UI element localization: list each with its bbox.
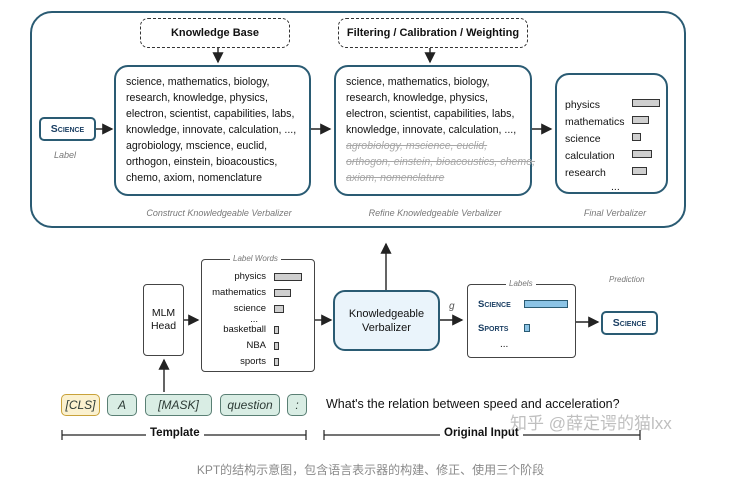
token-text: A: [117, 398, 126, 412]
refine-caption: Refine Knowledgeable Verbalizer: [368, 208, 502, 218]
refine-struck-line: agrobiology, mscience, euclid,: [346, 140, 488, 152]
label-word-bar: [274, 305, 284, 313]
token-colon: :: [287, 394, 307, 416]
token-mask: [MASK]: [145, 394, 212, 416]
construct-word-line: chemo, axiom, nomenclature: [126, 172, 263, 184]
refine-struck-line: orthogon, einstein, bioacoustics, chemo,: [346, 156, 536, 168]
label-word: mathematics: [212, 287, 266, 298]
label-word-bar: [274, 273, 302, 281]
prediction-text: Science: [612, 317, 647, 329]
token-a: A: [107, 394, 137, 416]
final-caption: Final Verbalizer: [583, 208, 647, 218]
mlm-head-line: MLM: [151, 307, 176, 319]
final-bar: [632, 99, 660, 107]
kv-line: Verbalizer: [362, 321, 411, 334]
final-word: physics: [565, 99, 601, 111]
original-input-label: Original Input: [440, 427, 523, 439]
final-word: science: [565, 133, 601, 145]
label-word: basketball: [223, 324, 266, 335]
token-text: :: [295, 398, 299, 412]
label-word: sports: [240, 356, 266, 367]
final-word-ellipsis: ...: [611, 181, 620, 193]
construct-word-line: science, mathematics, biology,: [126, 76, 270, 88]
label-word: physics: [234, 271, 266, 282]
label-ellipsis: ...: [500, 339, 509, 350]
token-text: [MASK]: [158, 398, 199, 412]
label-word-bar: [274, 358, 279, 366]
final-word: calculation: [565, 150, 615, 162]
label-word-ellipsis: ...: [250, 314, 258, 325]
construct-caption: Construct Knowledgeable Verbalizer: [146, 208, 292, 218]
filtering-box: Filtering / Calibration / Weighting: [338, 18, 528, 48]
final-verbalizer-box: physics mathematics science calculation …: [555, 73, 668, 194]
input-sentence: What's the relation between speed and ac…: [326, 397, 620, 411]
final-bar: [632, 167, 647, 175]
verbalizer-construction-panel: [30, 11, 686, 228]
final-word: research: [565, 167, 606, 179]
token-text: question: [227, 398, 273, 412]
figure-caption: KPT的结构示意图，包含语言表示器的构建、修正、使用三个阶段: [196, 463, 545, 477]
labels-title: Labels: [506, 279, 536, 288]
refine-word-line: knowledge, innovate, calculation, ...,: [346, 124, 517, 136]
mlm-head-box: MLM Head: [143, 284, 184, 356]
knowledgeable-verbalizer-box: Knowledgeable Verbalizer: [333, 290, 440, 351]
label-words-title: Label Words: [230, 254, 281, 263]
label-science: Science: [478, 299, 511, 310]
knowledge-base-box: Knowledge Base: [140, 18, 290, 48]
refine-struck-line: axiom, nomenclature: [346, 172, 445, 184]
label-caption: Label: [54, 150, 77, 160]
final-bar: [632, 133, 641, 141]
construct-word-line: orthogon, einstein, bioacoustics,: [126, 156, 278, 168]
g-symbol: g: [449, 301, 455, 312]
template-label: Template: [146, 427, 204, 439]
kv-line: Knowledgeable: [348, 307, 425, 320]
label-bar: [524, 324, 530, 332]
token-text: [CLS]: [65, 398, 96, 412]
final-bar: [632, 150, 652, 158]
construct-word-line: research, knowledge, physics,: [126, 92, 268, 104]
final-word: mathematics: [565, 116, 625, 128]
token-cls: [CLS]: [61, 394, 100, 416]
refine-word-line: electron, scientist, capabilities, labs,: [346, 108, 515, 120]
refine-word-line: science, mathematics, biology,: [346, 76, 490, 88]
label-word-bar: [274, 342, 279, 350]
label-words-box: Label Words physics mathematics science …: [201, 254, 315, 372]
token-question: question: [220, 394, 280, 416]
construct-verbalizer-box: science, mathematics, biology, research,…: [114, 65, 311, 196]
construct-word-line: agrobiology, mscience, euclid,: [126, 140, 268, 152]
watermark: 知乎 @薛定谔的猫lxx: [510, 414, 672, 433]
label-word-bar: [274, 326, 279, 334]
label-word: science: [233, 303, 266, 314]
mlm-head-line: Head: [150, 320, 177, 332]
filtering-label: Filtering / Calibration / Weighting: [346, 27, 520, 39]
knowledge-base-label: Knowledge Base: [170, 27, 260, 39]
label-sports: Sports: [478, 323, 509, 334]
labels-box: Labels Science Sports ...: [467, 279, 576, 358]
science-label-badge: Science: [39, 117, 96, 141]
prediction-badge: Science: [601, 311, 658, 335]
prediction-title: Prediction: [609, 275, 645, 284]
label-bar: [524, 300, 568, 308]
science-label-text: Science: [50, 123, 85, 135]
construct-word-line: electron, scientist, capabilities, labs,: [126, 108, 295, 120]
refine-word-line: research, knowledge, physics,: [346, 92, 488, 104]
label-word: NBA: [246, 340, 266, 351]
final-bar: [632, 116, 649, 124]
construct-word-line: knowledge, innovate, calculation, ...,: [126, 124, 297, 136]
label-word-bar: [274, 289, 291, 297]
refine-verbalizer-box: science, mathematics, biology, research,…: [334, 65, 536, 196]
